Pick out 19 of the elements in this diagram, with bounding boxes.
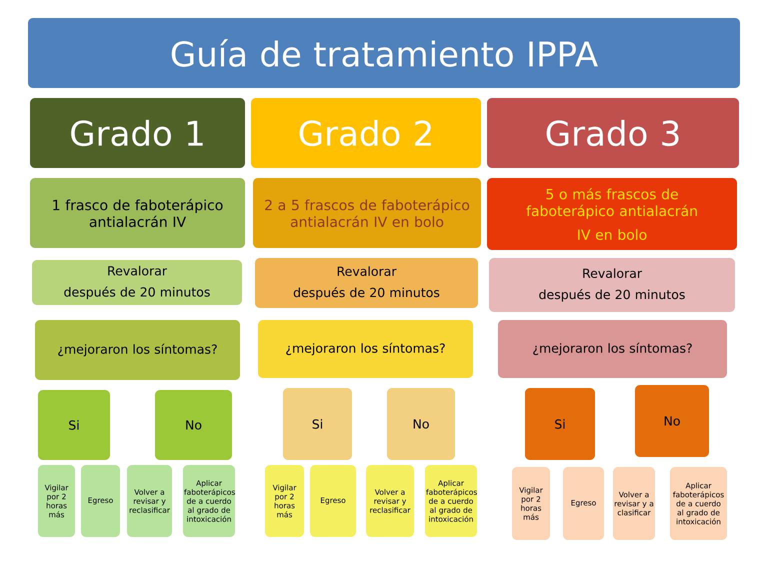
grade-header: Grado 2 <box>251 98 481 168</box>
grade-header: Grado 3 <box>487 98 739 168</box>
dose-box: 5 o más frascos de faboterápico antialacrán IV en bolo <box>487 178 737 250</box>
answer-box: Si <box>283 388 352 460</box>
question-box: ¿mejoraron los síntomas? <box>35 320 240 380</box>
answer-box: No <box>155 390 232 460</box>
title-banner: Guía de tratamiento IPPA <box>28 18 740 88</box>
grade-header: Grado 1 <box>30 98 245 168</box>
reassess-box: Revalorar después de 20 minutos <box>255 258 478 308</box>
answer-box: No <box>387 388 455 460</box>
question-box: ¿mejoraron los síntomas? <box>258 320 473 378</box>
answer-box: Si <box>38 390 110 460</box>
answer-box: Si <box>525 388 595 460</box>
question-box: ¿mejoraron los síntomas? <box>498 320 727 378</box>
dose-box: 1 frasco de faboterápico antialacrán IV <box>30 178 245 248</box>
reassess-box: Revalorar después de 20 minutos <box>32 260 242 305</box>
answer-box: No <box>635 385 709 457</box>
dose-box: 2 a 5 frascos de faboterápico antialacrán IV en bolo <box>253 178 481 248</box>
reassess-box: Revalorar después de 20 minutos <box>489 258 735 312</box>
